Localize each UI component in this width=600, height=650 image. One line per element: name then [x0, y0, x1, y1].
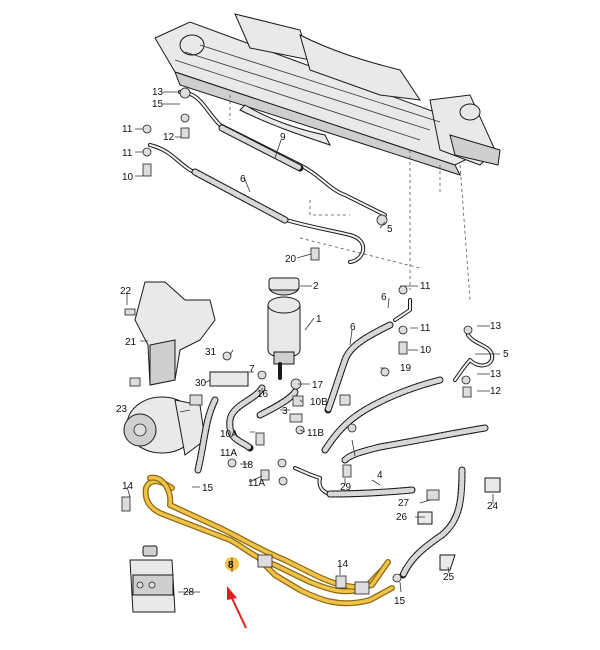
label-11A: 11A [248, 478, 265, 489]
label-11: 11 [420, 323, 431, 334]
label-5: 5 [387, 224, 393, 235]
label-9: 9 [280, 132, 286, 143]
hose-return-lines [321, 376, 489, 464]
label-24: 24 [487, 501, 499, 512]
label-13: 13 [152, 87, 164, 98]
steering-rack [154, 13, 501, 176]
label-10A: 10A [220, 429, 238, 440]
label-30: 30 [195, 378, 207, 389]
label-11A: 11A [220, 448, 237, 459]
hose-6-right [324, 298, 412, 414]
leader-lines [126, 91, 500, 593]
label-3: 3 [282, 406, 288, 417]
label-29: 29 [340, 482, 352, 493]
label-6: 6 [240, 174, 246, 185]
label-18: 18 [242, 460, 254, 471]
part-labels: 13 15 11 12 11 10 9 6 5 20 2 1 22 21 31 … [116, 87, 509, 607]
label-25: 25 [443, 572, 455, 583]
clamp-30-31 [209, 351, 249, 387]
label-10B: 10B [310, 397, 328, 408]
label-10: 10 [122, 172, 134, 183]
label-17: 17 [312, 380, 324, 391]
hose-right-vertical [399, 466, 466, 579]
bolts-14 [121, 496, 347, 589]
label-22: 22 [120, 286, 132, 297]
label-2: 2 [313, 281, 319, 292]
label-15: 15 [394, 596, 406, 607]
label-13: 13 [490, 321, 502, 332]
label-11: 11 [122, 148, 133, 159]
red-indicator-arrow [227, 586, 247, 629]
label-31: 31 [205, 347, 217, 358]
fittings-left [142, 87, 388, 261]
label-16: 16 [257, 389, 269, 400]
label-20: 20 [285, 254, 297, 265]
pipe-9 [178, 90, 387, 217]
power-steering-pump [123, 394, 206, 456]
bracket-21 [124, 281, 216, 387]
label-14: 14 [122, 481, 134, 492]
label-11B: 11B [307, 428, 324, 439]
hose-4 [293, 466, 416, 498]
label-23: 23 [116, 404, 128, 415]
pressure-pipe-8-highlighted [142, 474, 395, 607]
hose-6-upper [148, 143, 366, 264]
label-11: 11 [122, 124, 133, 135]
label-28: 28 [183, 587, 195, 598]
label-15: 15 [202, 483, 214, 494]
hydraulic-oil-can [129, 545, 176, 613]
label-19: 19 [400, 363, 412, 374]
label-26: 26 [396, 512, 408, 523]
label-6: 6 [381, 292, 387, 303]
hose-3 [226, 384, 299, 452]
label-12: 12 [490, 386, 502, 397]
label-6: 6 [350, 322, 356, 333]
fluid-reservoir [267, 277, 301, 380]
label-13: 13 [490, 369, 502, 380]
center-fittings [227, 370, 305, 486]
label-11: 11 [420, 281, 431, 292]
right-fittings [339, 285, 501, 583]
label-15: 15 [152, 99, 164, 110]
label-7: 7 [249, 364, 255, 375]
label-4: 4 [377, 470, 383, 481]
label-8: 8 [228, 560, 234, 571]
label-1: 1 [316, 314, 322, 325]
label-12: 12 [163, 132, 175, 143]
hose-7 [194, 396, 219, 474]
label-10: 10 [420, 345, 432, 356]
label-14: 14 [337, 559, 349, 570]
label-21: 21 [125, 337, 137, 348]
label-27: 27 [398, 498, 410, 509]
label-5: 5 [503, 349, 509, 360]
pipe-5-right [453, 325, 495, 398]
